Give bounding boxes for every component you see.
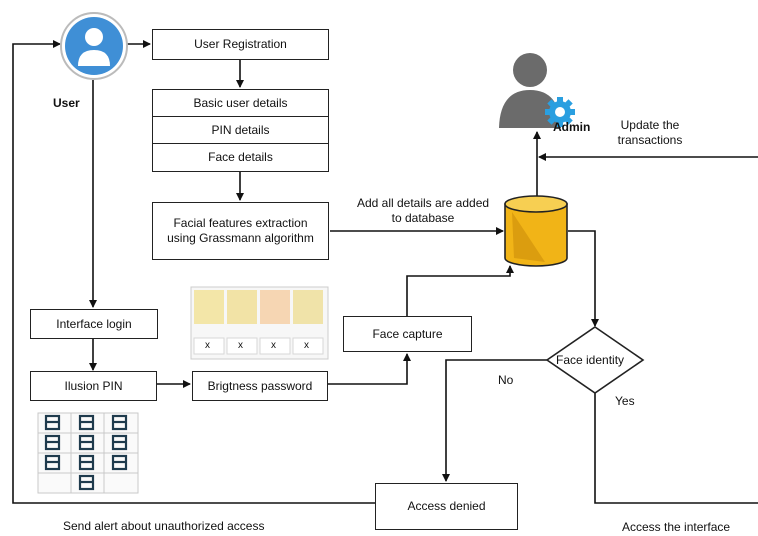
basic-user-details-text: Basic user details xyxy=(193,95,288,110)
brightness-password-text: Brigtness password xyxy=(207,378,313,393)
add-details-label: Add all details are added to database xyxy=(348,196,498,226)
no-label: No xyxy=(498,373,514,387)
interface-login-text: Interface login xyxy=(56,316,132,331)
access-interface-label: Access the interface xyxy=(622,520,731,534)
send-alert-label: Send alert about unauthorized access xyxy=(63,519,265,533)
arrow-identity-no-to-denied xyxy=(442,359,548,482)
user-registration-text: User Registration xyxy=(194,37,287,51)
interface-login-box: Interface login xyxy=(30,309,158,339)
brightness-swatch-2 xyxy=(227,290,257,324)
brightness-swatch-3 xyxy=(260,290,290,324)
face-identity-text: Face identity xyxy=(556,353,625,367)
brightness-swatch-4 xyxy=(293,290,323,324)
admin-icon xyxy=(499,53,561,128)
arrow-capture-to-database xyxy=(406,265,514,316)
add-details-line2: to database xyxy=(391,211,455,225)
access-denied-text: Access denied xyxy=(407,499,486,513)
face-details-text: Face details xyxy=(208,150,273,164)
access-denied-box: Access denied xyxy=(375,483,518,530)
face-capture-text: Face capture xyxy=(372,326,443,341)
user-label: User xyxy=(53,96,80,110)
brightness-key-4: x xyxy=(304,340,309,351)
yes-label: Yes xyxy=(615,394,635,408)
database-icon xyxy=(504,195,568,267)
add-details-line1: Add all details are added xyxy=(356,196,490,210)
pin-details-box: PIN details xyxy=(152,116,329,144)
update-transactions-label: Update the transactions xyxy=(605,118,695,148)
brightness-swatch-1 xyxy=(194,290,224,324)
arrow-database-to-identity xyxy=(568,230,599,327)
line-identity-yes-to-interface xyxy=(594,392,758,504)
face-details-box: Face details xyxy=(152,143,329,172)
brightness-key-3: x xyxy=(271,340,276,351)
face-identity-diamond xyxy=(545,326,645,394)
facial-features-line2: using Grassmann algorithm xyxy=(167,231,314,245)
user-icon xyxy=(60,12,128,80)
update-line2: transactions xyxy=(617,133,683,147)
arrow-brightness-to-capture xyxy=(328,353,411,385)
pin-keypad xyxy=(37,412,139,494)
face-capture-box: Face capture xyxy=(343,316,472,352)
arrow-denied-back-to-user xyxy=(12,40,375,504)
illusion-pin-box: Ilusion PIN xyxy=(30,371,157,401)
illusion-pin-text: Ilusion PIN xyxy=(64,378,123,393)
admin-label: Admin xyxy=(553,120,591,134)
pin-keys xyxy=(44,414,128,491)
brightness-key-1: x xyxy=(205,340,210,351)
brightness-panel xyxy=(190,286,329,360)
user-registration-box: User Registration xyxy=(152,29,329,60)
facial-features-line1: Facial features extraction xyxy=(173,216,308,230)
update-line1: Update the xyxy=(620,118,680,132)
basic-user-details-box: Basic user details xyxy=(152,89,329,117)
pin-details-text: PIN details xyxy=(211,122,270,137)
brightness-password-box: Brigtness password xyxy=(192,371,328,401)
brightness-key-2: x xyxy=(238,340,243,351)
facial-features-box: Facial features extraction using Grassma… xyxy=(152,202,329,260)
